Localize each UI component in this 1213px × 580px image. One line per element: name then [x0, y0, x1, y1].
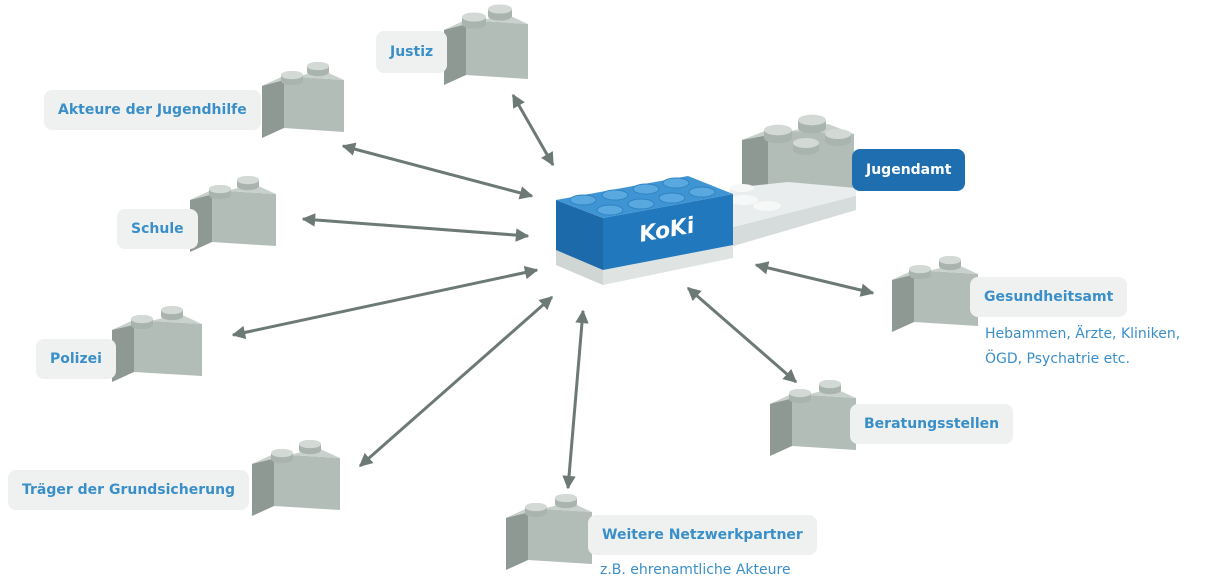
- arrow-polizei: [231, 265, 539, 340]
- brick-schule: [190, 175, 276, 252]
- brick-justiz: [444, 4, 528, 85]
- gesundheit-subtitle-line1: Hebammen, Ärzte, Kliniken,: [985, 326, 1181, 342]
- node-label-polizei: Polizei: [36, 339, 116, 379]
- brick-gesundheit: [892, 255, 978, 332]
- koki-brick: KoKi: [556, 176, 856, 285]
- arrow-justiz: [511, 93, 555, 167]
- node-label-justiz: Justiz: [376, 31, 448, 73]
- gesundheit-subtitle-line2: ÖGD, Psychatrie etc.: [985, 351, 1130, 367]
- brick-beratung: [770, 379, 856, 456]
- brick-grundsicherung: [252, 439, 340, 516]
- connections: [231, 93, 875, 490]
- node-label-jugendamt: Jugendamt: [852, 149, 966, 191]
- brick-jugendhilfe: [262, 61, 344, 138]
- arrow-beratung: [686, 286, 798, 384]
- brick-jugendamt: [742, 114, 854, 202]
- node-label-beratung: Beratungsstellen: [850, 404, 1014, 444]
- arrow-netzwerk: [562, 309, 589, 490]
- arrow-gesundheit: [754, 261, 875, 297]
- node-label-netzwerk: Weitere Netzwerkpartner: [588, 515, 817, 555]
- node-label-jugendhilfe: Akteure der Jugendhilfe: [44, 90, 261, 130]
- arrow-jugendhilfe: [341, 142, 534, 200]
- arrow-grundsicherung: [358, 295, 554, 468]
- node-label-grundsicherung: Träger der Grundsicherung: [8, 470, 250, 510]
- brick-netzwerk: [506, 493, 592, 570]
- netzwerk-subtitle: z.B. ehrenamtliche Akteure: [600, 562, 791, 578]
- node-label-schule: Schule: [117, 209, 198, 249]
- node-label-gesundheit: Gesundheitsamt: [970, 277, 1128, 317]
- brick-polizei: [112, 305, 202, 382]
- arrow-schule: [301, 213, 530, 242]
